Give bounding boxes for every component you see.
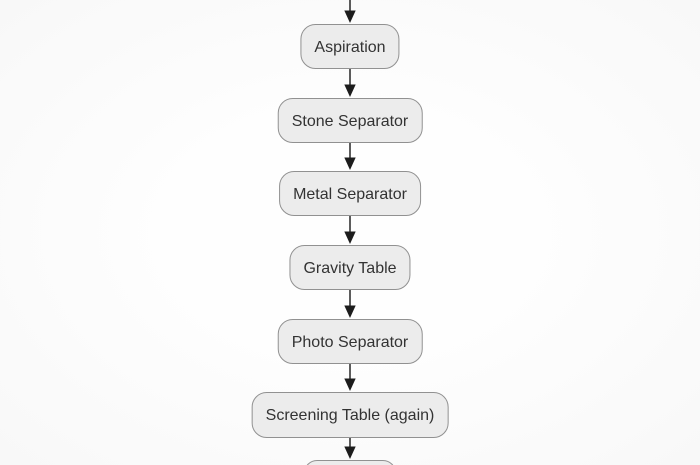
flow-node-photo-separator: Photo Separator: [277, 319, 423, 364]
flow-node-screening-table-again: Screening Table (again): [251, 392, 449, 438]
flow-node-aspiration: Aspiration: [300, 24, 400, 69]
flow-edge-stone-metal: [344, 143, 356, 170]
flow-edge-metal-gravity: [344, 216, 356, 244]
flow-node-metal-separator: Metal Separator: [279, 171, 421, 216]
flow-edge-aspiration-stone: [344, 69, 356, 97]
flow-node-stone-separator: Stone Separator: [277, 98, 423, 143]
flow-edge-photo-screening: [344, 364, 356, 391]
flow-node-next-step-partial: [304, 460, 396, 465]
flow-edge-into-aspiration: [344, 0, 356, 23]
flow-edge-gravity-photo: [344, 290, 356, 318]
flow-edge-screening-next: [344, 438, 356, 459]
flow-node-gravity-table: Gravity Table: [289, 245, 411, 290]
